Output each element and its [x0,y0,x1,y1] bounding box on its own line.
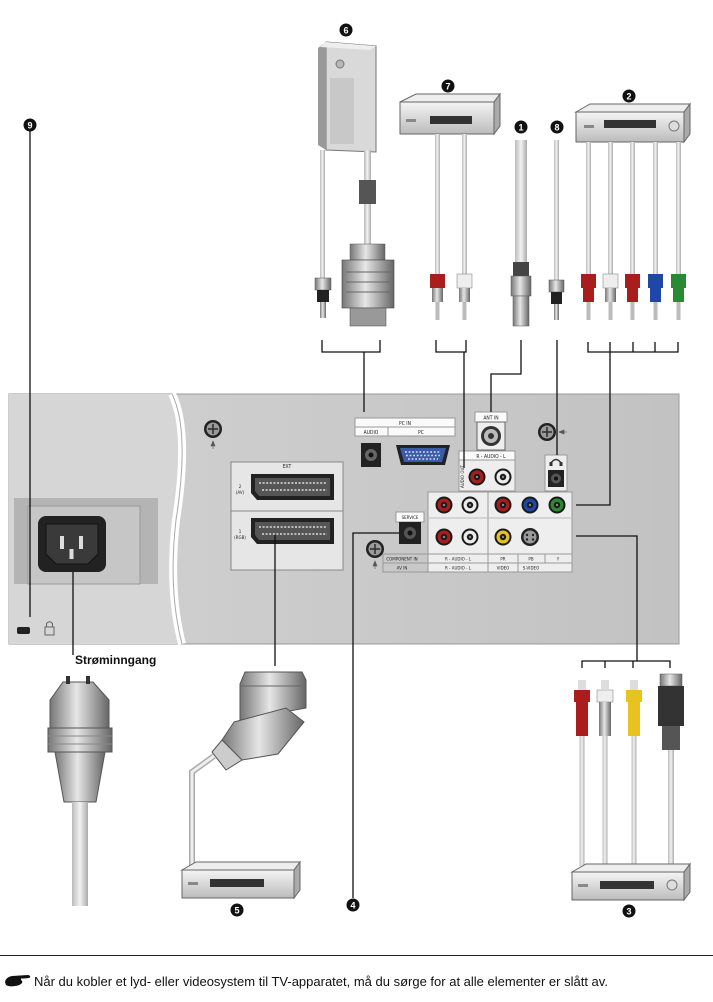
component-audio-r-jack [435,496,453,514]
vga-cable [341,150,395,327]
pc-in-block: PC IN AUDIO PC [354,417,456,467]
headphone-jack [544,454,568,492]
av-vcr [570,862,691,902]
callout-3: 3 [622,904,636,918]
component-pb-jack [521,496,539,514]
component-audio-l-jack [461,496,479,514]
av-video-jack [494,528,512,546]
svg-text:2: 2 [626,92,631,102]
antenna-cable [510,140,532,327]
svg-text:PR: PR [500,557,505,562]
screw-icon [204,420,222,438]
dvd-audio-cables [430,134,473,320]
callout-4: 4 [346,898,360,912]
arrow-up-icon [372,560,378,569]
power-label: Strøminngang [75,653,156,667]
component-device [574,102,691,144]
note-footer: Når du kobler et lyd- eller videosystem … [0,955,713,989]
component-pr-jack [494,496,512,514]
service-port: SERVICE [395,511,425,544]
svg-text:(RGB): (RGB) [234,535,246,540]
svg-text:3: 3 [626,907,631,917]
callout-8: 8 [550,120,564,134]
note-row: Når du kobler et lyd- eller videosystem … [4,971,709,991]
scart-socket-1 [251,518,334,544]
callout-7: 7 [441,79,455,93]
note-text: Når du kobler et lyd- eller videosystem … [34,974,608,989]
svg-text:AUDIO OUT: AUDIO OUT [460,465,465,488]
callout-9: 9 [23,118,37,132]
svg-text:PC IN: PC IN [399,421,411,427]
svg-text:1: 1 [518,123,523,133]
svg-text:1: 1 [239,529,242,534]
vga-port [396,445,450,465]
svg-text:R - AUDIO - L: R - AUDIO - L [445,566,472,571]
scart-plug [211,671,307,771]
svg-text:ANT IN: ANT IN [483,416,498,422]
av-cables [574,673,684,866]
pc-audio-jack [361,443,381,467]
lock-icon [44,621,55,636]
svg-text:AUDIO: AUDIO [364,430,379,436]
svg-text:(AV): (AV) [236,490,245,495]
arrow-right-icon [558,429,567,435]
screw-icon [538,423,556,441]
ant-in-port: ANT IN [474,411,508,451]
svg-text:Y: Y [556,557,560,562]
callout-1: 1 [514,120,528,134]
power-cord-plug [47,676,113,906]
pc-tower [318,41,377,153]
dvd-player [399,92,501,136]
svg-text:VIDEO: VIDEO [497,566,510,571]
callout-5: 5 [230,903,244,917]
connector-lines [29,128,679,898]
svg-text:R - AUDIO - L: R - AUDIO - L [445,557,472,562]
svg-text:PC: PC [418,430,424,436]
svg-text:6: 6 [343,26,348,36]
kensington-lock-slot [17,621,55,636]
power-socket [38,516,106,572]
svg-text:9: 9 [27,121,32,131]
connection-diagram: EXT 2 (AV) 1 (RGB) PC IN AUDIO PC [8,23,691,918]
headphone-icon [549,458,563,466]
callout-6: 6 [339,23,353,37]
scart-cable [189,753,216,866]
svg-text:PB: PB [528,557,533,562]
tv-rear-panel [8,392,680,646]
scart-vcr [180,860,301,900]
svg-text:R - AUDIO - L: R - AUDIO - L [476,454,506,460]
arrow-up-icon [210,440,216,449]
scart-socket-2 [251,474,334,500]
svg-text:AV IN: AV IN [397,566,408,571]
svg-text:COMPONENT IN: COMPONENT IN [386,557,417,562]
s-video-jack [521,528,539,546]
svg-text:5: 5 [234,906,239,916]
audio-out-block: R - AUDIO - L AUDIO OUT [458,450,516,492]
svg-text:2: 2 [239,484,242,489]
svg-text:7: 7 [445,82,450,92]
pc-audio-cable [314,150,332,318]
svg-text:EXT: EXT [283,464,292,470]
component-cables [581,142,686,320]
svg-text:8: 8 [554,123,559,133]
component-y-jack [548,496,566,514]
svg-text:4: 4 [350,901,355,911]
av-audio-r-jack [435,528,453,546]
component-av-block: R - AUDIO - L R - AUDIO - L PR PB Y VIDE… [382,491,573,573]
svg-text:SERVICE: SERVICE [402,515,419,520]
av-audio-l-jack [461,528,479,546]
pointing-hand-icon [5,975,31,987]
callout-2: 2 [622,89,636,103]
svg-text:S-VIDEO: S-VIDEO [523,566,539,571]
audio-out-r-jack [468,468,486,486]
headphone-cable [548,140,565,320]
audio-out-l-jack [494,468,512,486]
screw-icon [366,540,384,558]
ext-scart-block: EXT 2 (AV) 1 (RGB) [230,461,344,571]
